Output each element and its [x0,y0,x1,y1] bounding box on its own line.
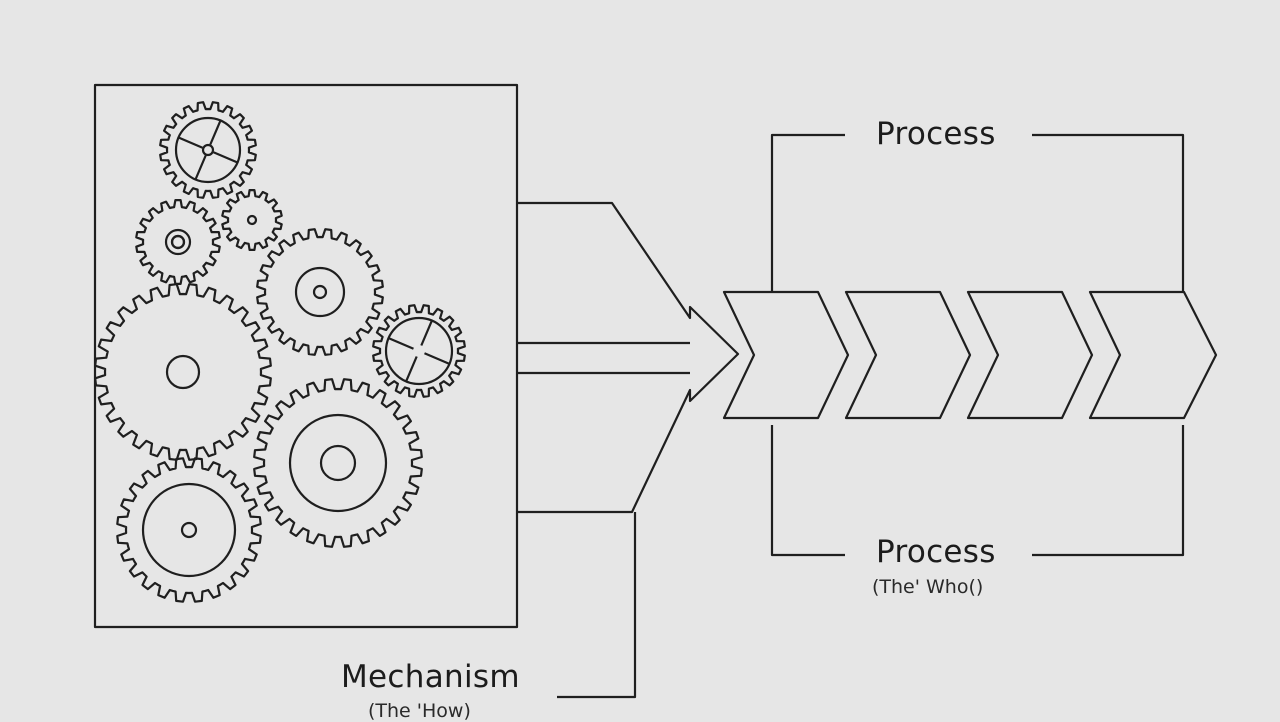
mechanism-box [93,83,519,629]
funnel-arrow [517,201,740,514]
gear-icon [256,228,384,356]
mechanism-label: Mechanism [337,659,524,695]
process-top-label: Process [870,116,1002,152]
gear-icon [94,283,272,461]
gear-icon [253,378,423,548]
process-step-2 [844,290,972,420]
process-bottom-label: Process [870,534,1002,570]
mechanism-sublabel: (The 'How) [368,700,471,722]
process-top-bracket [770,133,1185,292]
process-step-4 [1088,290,1218,420]
mechanism-connector [557,512,637,699]
gear-icon [159,101,257,199]
process-bottom-sublabel: (The' Who() [872,576,984,598]
gears-group [94,101,466,603]
gear-icon [135,199,221,285]
gear-icon [372,304,466,398]
process-bottom-bracket [770,425,1185,557]
gear-icon [116,457,262,603]
gear-icon [221,189,283,251]
process-steps [722,290,1218,420]
process-step-1 [722,290,850,420]
process-step-3 [966,290,1094,420]
